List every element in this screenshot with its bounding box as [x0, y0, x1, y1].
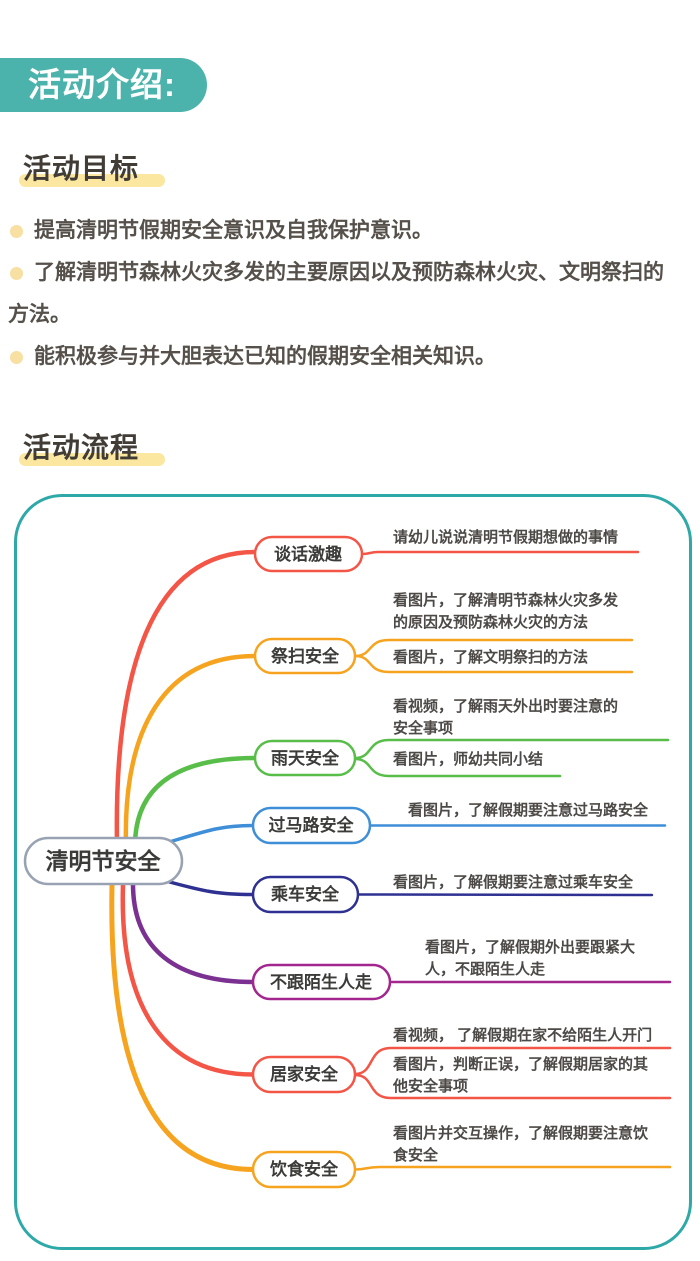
leaf-text-7-0: 看图片并交互操作，了解假期要注意饮食安全: [393, 1125, 649, 1164]
branch-node-3: [251, 806, 372, 845]
branch-node-label-3: 过马路安全: [269, 815, 355, 835]
leaf-connector-4-0: [356, 893, 654, 897]
branch-node-label-5: 不跟陌生人走: [270, 972, 372, 992]
branch-curve-3: [164, 823, 255, 845]
leaf-connector-6-1: [353, 1073, 672, 1100]
branch-curve-6: [120, 882, 256, 1077]
branch-curve-7: [109, 882, 256, 1172]
bullet-text: 了解清明节森林火灾多发的主要原因以及预防森林火灾、文明祭扫的方法。: [8, 261, 664, 326]
branch-node-4: [251, 875, 360, 914]
intro-banner-label: 活动介绍:: [28, 66, 176, 103]
branch-curve-2: [132, 755, 258, 849]
leaf-text-4-0: 看图片，了解假期要注意过乘车安全: [393, 874, 634, 891]
leaf-text-2-1: 看图片，师幼共同小结: [393, 751, 544, 768]
root-node: [23, 836, 184, 886]
leaf-text-1-0: 看图片，了解清明节森林火灾多发的原因及预防森林火灾的方法: [393, 592, 619, 631]
branch-node-label-7: 饮食安全: [269, 1159, 339, 1179]
leaf-text-5-0: 看图片，了解假期外出要跟紧大人，不跟陌生人走: [425, 939, 636, 978]
process-title: 活动流程: [19, 426, 165, 466]
leaf-connector-7-0: [353, 1165, 672, 1171]
root-node-label: 清明节安全: [46, 848, 162, 874]
branch-node-0: [253, 535, 364, 573]
goals-bullet-list: 提高清明节假期安全意识及自我保护意识。 了解清明节森林火灾多发的主要原因以及预防…: [8, 210, 682, 378]
goals-title: 活动目标: [19, 147, 165, 187]
leaf-text-1-1: 看图片，了解文明祭扫的方法: [393, 649, 589, 666]
branch-node-5: [251, 963, 392, 1001]
leaf-text-3-0: 看图片，了解假期要注意过马路安全: [408, 802, 649, 819]
bullet-text: 提高清明节假期安全意识及自我保护意识。: [34, 219, 433, 242]
leaf-connector-6-0: [353, 1046, 672, 1076]
goal-bullet-item: 了解清明节森林火灾多发的主要原因以及预防森林火灾、文明祭扫的方法。: [8, 252, 682, 336]
leaf-connector-1-1: [353, 654, 634, 674]
branch-node-7: [251, 1150, 357, 1189]
bullet-dot-icon: [10, 225, 23, 238]
leaf-text-0-0: 请幼儿说说清明节假期想做的事情: [393, 529, 619, 546]
process-title-highlight: [19, 453, 165, 466]
goal-bullet-item: 提高清明节假期安全意识及自我保护意识。: [8, 210, 682, 252]
bullet-dot-icon: [10, 267, 23, 280]
mindmap-svg: 清明节安全 谈话激趣 祭扫安全 雨天安全 过马路安全 乘车安全 不跟陌生人走 居…: [23, 535, 672, 1189]
leaf-text-6-0: 看视频， 了解假期在家不给陌生人开门: [393, 1027, 653, 1044]
branch-node-label-0: 谈话激趣: [274, 544, 343, 564]
branch-node-6: [251, 1055, 357, 1094]
goals-title-highlight: [19, 174, 165, 187]
branch-curve-0: [114, 549, 258, 847]
bullet-text: 能积极参与并大胆表达已知的假期安全相关知识。: [34, 345, 496, 368]
intro-banner: 活动介绍:: [0, 58, 207, 112]
branch-curve-4: [164, 879, 255, 897]
mindmap-canvas: 清明节安全 谈话激趣 祭扫安全 雨天安全 过马路安全 乘车安全 不跟陌生人走 居…: [14, 494, 692, 1250]
leaf-connector-2-0: [353, 738, 670, 760]
leaf-text-6-1: 看图片，判断正误，了解假期居家的其他安全事项: [393, 1056, 649, 1095]
branch-node-label-4: 乘车安全: [270, 884, 340, 904]
branch-node-1: [253, 637, 357, 675]
branch-curve-5: [130, 881, 256, 985]
branch-node-label-1: 祭扫安全: [270, 646, 340, 666]
branch-node-label-6: 居家安全: [270, 1064, 339, 1084]
mindmap-container: 清明节安全 谈话激趣 祭扫安全 雨天安全 过马路安全 乘车安全 不跟陌生人走 居…: [14, 494, 692, 1250]
goal-bullet-item: 能积极参与并大胆表达已知的假期安全相关知识。: [8, 336, 682, 378]
branch-node-2: [253, 739, 357, 777]
leaf-text-2-0: 看视频，了解雨天外出时要注意的安全事项: [393, 698, 619, 737]
leaf-connector-2-1: [353, 757, 562, 778]
branch-curve-1: [123, 653, 258, 849]
bullet-dot-icon: [10, 351, 23, 364]
branch-node-label-2: 雨天安全: [271, 748, 340, 768]
leaf-connector-0-0: [360, 550, 640, 556]
